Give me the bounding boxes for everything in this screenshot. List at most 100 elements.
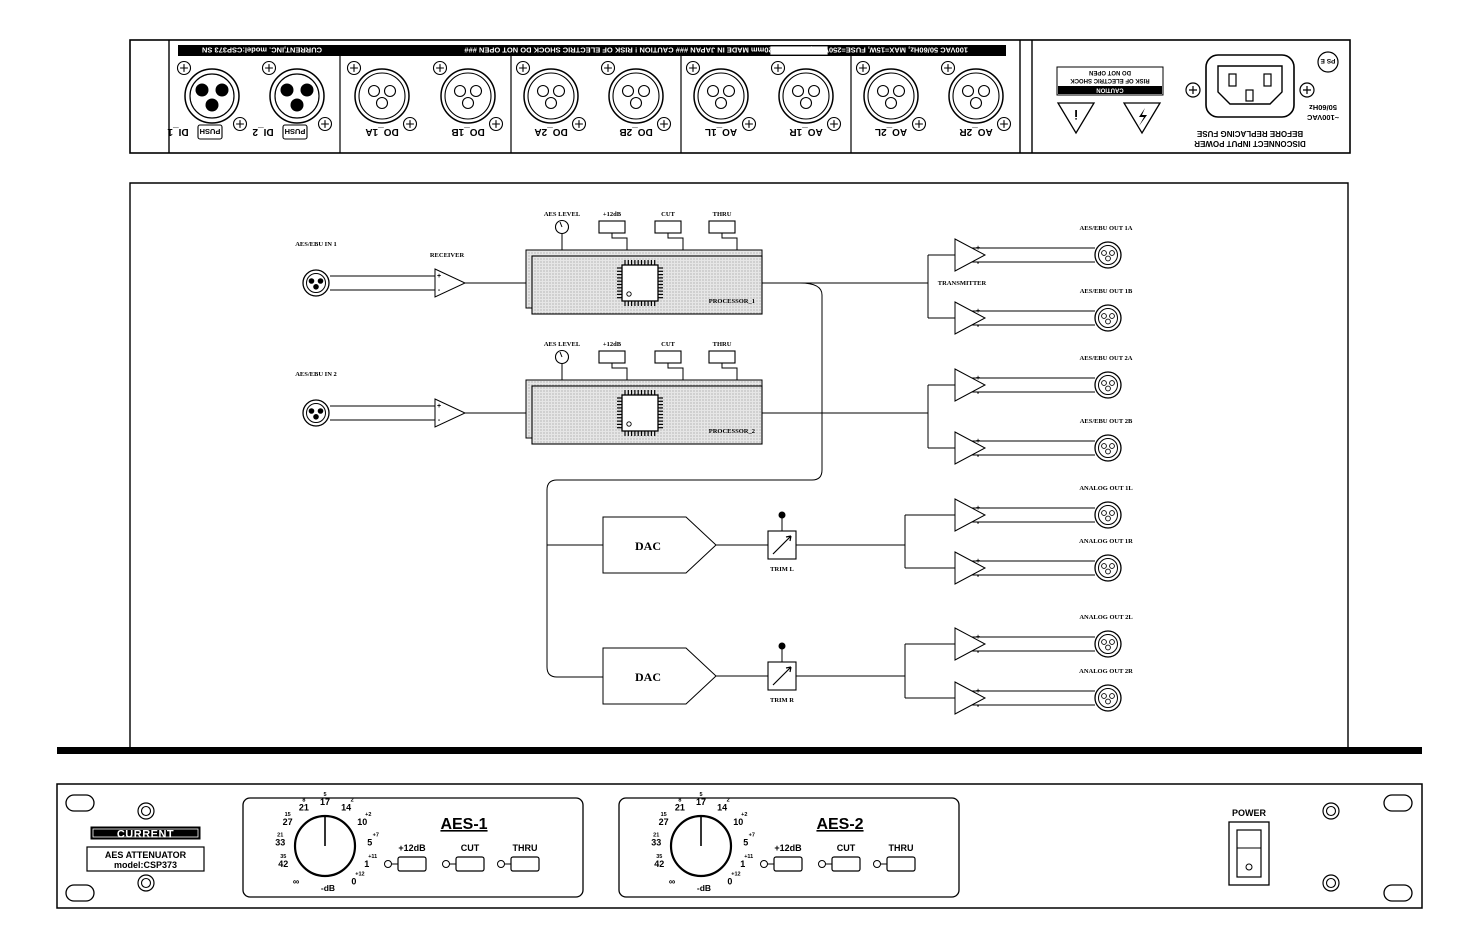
screw-icon	[600, 60, 616, 76]
control-button	[598, 350, 626, 364]
caution-title: CAUTION	[1096, 87, 1123, 93]
rack-screw-icon	[1322, 802, 1340, 820]
svg-text:-: -	[977, 323, 980, 330]
digital-output-label: AES/EBU OUT 2B	[1080, 418, 1133, 425]
rear-connector-do-1b[interactable]: DO_1B	[432, 60, 504, 138]
rear-warning-banner	[178, 45, 1006, 56]
output-xlr	[1094, 434, 1122, 462]
svg-text:-: -	[977, 390, 980, 397]
input-label: AES/EBU IN 1	[295, 241, 337, 248]
front-plus12db-button[interactable]	[384, 856, 427, 872]
power-switch[interactable]	[1228, 821, 1270, 886]
trim-pot-2: TRIM R	[767, 642, 797, 704]
front-button-label: THRU	[889, 843, 914, 853]
rear-connector-do-1a[interactable]: DO_1A	[346, 60, 418, 138]
rack-slot-top-left	[65, 794, 95, 812]
control-button	[654, 220, 682, 234]
processor-name: PROCESSOR_2	[709, 428, 755, 435]
screw-icon	[261, 60, 277, 76]
rack-slot-bottom-right	[1383, 884, 1413, 902]
dial-scale-value: 21	[299, 802, 309, 812]
rear-connector-ao-1l[interactable]: AO_1L	[685, 60, 757, 138]
dac-block-2: DAC	[602, 647, 717, 705]
receiver-label: RECEIVER	[430, 252, 465, 259]
analog-output-xlr	[1094, 554, 1122, 582]
dial-scale-value: 14	[717, 802, 727, 812]
front-cut-button[interactable]	[442, 856, 485, 872]
dsp-chip-icon	[617, 260, 663, 306]
rear-connector-ao-2l[interactable]: AO_2L	[855, 60, 927, 138]
control-button	[708, 350, 736, 364]
dial-scale-sub: 21	[653, 832, 659, 838]
screw-icon	[232, 116, 248, 132]
trim-label: TRIM R	[770, 697, 794, 704]
output-xlr	[1094, 304, 1122, 332]
screw-icon	[571, 116, 587, 132]
svg-text:+: +	[976, 634, 980, 641]
dial-scale-sub: +7	[749, 832, 755, 838]
dial-scale-sub: 35	[280, 854, 286, 860]
connector-label: DI_2	[252, 126, 274, 137]
dial-scale-value: 14	[341, 802, 351, 812]
dial-scale-sub: 15	[661, 812, 667, 818]
input-xlr-1	[302, 269, 330, 297]
control-button	[708, 220, 736, 234]
rear-panel: 100VAC 50/60Hz, MAX=15W, FUSE=250V 1A, I…	[129, 39, 1351, 154]
digital-output-label: AES/EBU OUT 1A	[1080, 225, 1133, 232]
receiver-amp-1: +-	[434, 268, 467, 298]
diagram-components: AES/EBU IN 1+-AES/EBU IN 2+-RECEIVERPROC…	[295, 211, 1133, 715]
front-button-label: THRU	[513, 843, 538, 853]
product-line-1: AES ATTENUATOR	[105, 850, 187, 860]
front-plus12db-button[interactable]	[760, 856, 803, 872]
rear-connector-ao-2r[interactable]: AO_2R	[940, 60, 1012, 138]
output-xlr	[1094, 371, 1122, 399]
analog-output-label: ANALOG OUT 2L	[1079, 614, 1133, 621]
power-label: POWER	[1232, 808, 1267, 818]
dial-scale-value: 0	[727, 876, 732, 886]
dial-scale-sub: +11	[368, 854, 377, 860]
dial-scale-value: ∞	[293, 876, 300, 886]
front-thru-button[interactable]	[497, 856, 540, 872]
receiver-amp-2: +-	[434, 398, 467, 428]
connector-label: DO_1B	[451, 126, 484, 137]
front-thru-button[interactable]	[873, 856, 916, 872]
processor-name: PROCESSOR_1	[709, 298, 755, 305]
analog-output-xlr	[1094, 684, 1122, 712]
dial-scale-sub: 8	[302, 797, 305, 803]
section-title: AES-2	[816, 816, 863, 833]
product-line-2: model:CSP373	[114, 860, 177, 870]
svg-text:-: -	[438, 417, 441, 424]
dial-scale-value: 1	[740, 859, 745, 869]
push-release-button[interactable]	[197, 124, 223, 140]
connector-label: DO_2A	[534, 126, 567, 137]
transmitter-amp: +-	[954, 431, 987, 465]
connector-label: DI_1	[167, 126, 189, 137]
shock-warning-icon	[1122, 102, 1162, 135]
trim-label: TRIM L	[770, 566, 794, 573]
rear-connector-do-2b[interactable]: DO_2B	[600, 60, 672, 138]
rear-connector-di-1[interactable]: PUSH DI_1	[167, 60, 248, 140]
digital-output-label: AES/EBU OUT 1B	[1080, 288, 1133, 295]
dial-scale-value: 17	[320, 797, 330, 807]
dial-scale-sub: +11	[744, 854, 753, 860]
trim-pot-1: TRIM L	[767, 511, 797, 573]
svg-text:+: +	[437, 403, 441, 410]
push-label: PUSH	[200, 127, 221, 136]
push-release-button[interactable]	[282, 124, 308, 140]
front-cut-button[interactable]	[818, 856, 861, 872]
rear-connector-do-2a[interactable]: DO_2A	[515, 60, 587, 138]
screw-icon	[402, 116, 418, 132]
rear-connector-ao-1r[interactable]: AO_1R	[770, 60, 842, 138]
dac-label: DAC	[635, 539, 661, 553]
analog-driver-amp: +-	[954, 627, 987, 661]
control-label: CUT	[661, 211, 675, 218]
brand-name: CURRENT	[117, 829, 174, 841]
screw-icon	[770, 60, 786, 76]
analog-driver-amp: +-	[954, 551, 987, 585]
svg-text:+: +	[976, 558, 980, 565]
screw-icon	[685, 60, 701, 76]
